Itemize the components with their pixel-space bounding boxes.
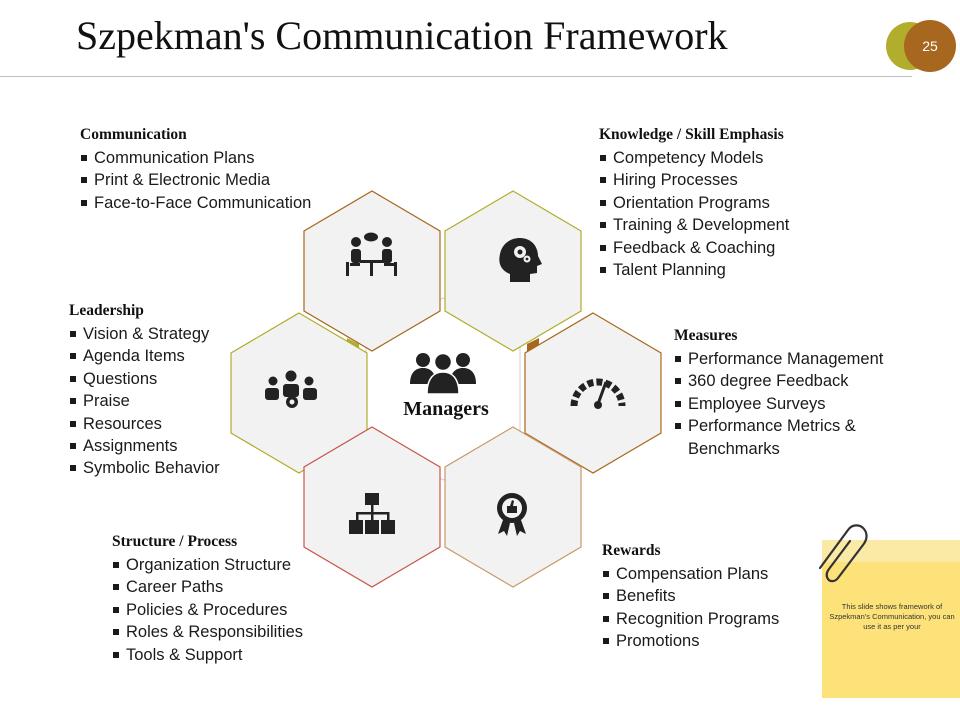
list-item: Vision & Strategy (69, 323, 220, 345)
list-item: Talent Planning (599, 259, 789, 281)
section-heading: Leadership (69, 302, 144, 319)
section-structure: Structure / Process Organization Structu… (112, 533, 303, 666)
list-item: Compensation Plans (602, 563, 779, 585)
list-item: Training & Development (599, 214, 789, 236)
list-item: Organization Structure (112, 554, 303, 576)
list-item: 360 degree Feedback (674, 370, 888, 392)
award-badge-icon (497, 493, 527, 536)
paperclip-icon (818, 524, 868, 583)
section-heading: Measures (674, 327, 738, 344)
list-item: Resources (69, 413, 220, 435)
list-item: Tools & Support (112, 644, 303, 666)
list-item: Assignments (69, 435, 220, 457)
list-item: Employee Surveys (674, 393, 888, 415)
list-item: Agenda Items (69, 345, 220, 367)
list-item: Feedback & Coaching (599, 237, 789, 259)
list-item: Orientation Programs (599, 192, 789, 214)
sticky-note-body (822, 540, 960, 698)
list-item: Promotions (602, 630, 779, 652)
list-item: Policies & Procedures (112, 599, 303, 621)
list-item: Performance Metrics & Benchmarks (674, 415, 888, 460)
title-divider (0, 76, 912, 77)
list-item: Questions (69, 368, 220, 390)
list-item: Hiring Processes (599, 169, 789, 191)
list-item: Benefits (602, 585, 779, 607)
people-group-icon (410, 352, 476, 395)
team-settings-icon (265, 370, 317, 408)
list-item: Communication Plans (80, 147, 311, 169)
list-item: Praise (69, 390, 220, 412)
page-number-badge: 25 (904, 20, 956, 72)
list-item: Symbolic Behavior (69, 457, 220, 479)
list-item: Roles & Responsibilities (112, 621, 303, 643)
section-heading: Knowledge / Skill Emphasis (599, 126, 784, 143)
head-gears-icon (499, 238, 542, 282)
meeting-icon (346, 232, 397, 276)
section-heading: Rewards (602, 542, 661, 559)
slide-title: Szpekman's Communication Framework (76, 13, 728, 58)
sticky-note: This slide shows framework of Szpekman’s… (814, 520, 960, 700)
list-item: Print & Electronic Media (80, 169, 311, 191)
section-communication: Communication Communication Plans Print … (80, 126, 311, 214)
section-rewards: Rewards Compensation Plans Benefits Reco… (602, 542, 779, 653)
list-item: Recognition Programs (602, 608, 779, 630)
list-item: Face-to-Face Communication (80, 192, 311, 214)
gauge-icon (570, 378, 626, 409)
org-chart-icon (349, 493, 395, 534)
list-item: Competency Models (599, 147, 789, 169)
list-item: Career Paths (112, 576, 303, 598)
hexagon-measures (524, 312, 662, 474)
sticky-note-fold (822, 540, 960, 562)
sticky-note-text: This slide shows framework of Szpekman’s… (829, 602, 955, 631)
list-item: Performance Management (674, 348, 888, 370)
section-leadership: Leadership Vision & Strategy Agenda Item… (69, 302, 220, 480)
center-label: Managers (403, 398, 489, 420)
section-measures: Measures Performance Management 360 degr… (674, 327, 888, 460)
section-heading: Structure / Process (112, 533, 238, 550)
section-knowledge: Knowledge / Skill Emphasis Competency Mo… (599, 126, 789, 281)
section-heading: Communication (80, 126, 187, 143)
